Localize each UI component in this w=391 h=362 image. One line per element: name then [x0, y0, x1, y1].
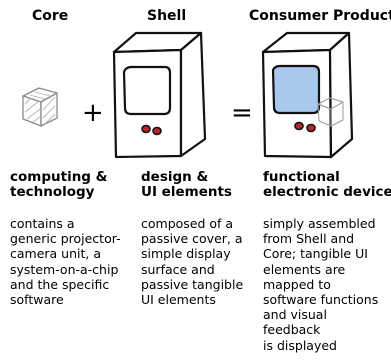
core-description-line: generic projector- [10, 231, 121, 247]
shell-description: composed of a passive cover, a simple di… [141, 216, 243, 307]
plus-sign: + [82, 98, 104, 128]
consumer-product-description-line: mapped to [263, 276, 331, 292]
consumer-product-subheading: functional electronic device [263, 170, 391, 200]
shell-box-icon [112, 31, 207, 159]
core-subheading: computing & technology [10, 170, 107, 200]
shell-subheading-line: UI elements [141, 184, 232, 200]
shell-description-line: composed of a [141, 216, 234, 231]
shell-subheading: design & UI elements [141, 170, 232, 200]
consumer-product-subheading-line: electronic device [263, 184, 391, 200]
core-description-line: and the specific [10, 276, 110, 292]
consumer-product-description-line: elements are [263, 261, 346, 277]
consumer-product-description-line: from Shell and [263, 231, 355, 247]
core-description-line: camera unit, a [10, 246, 101, 262]
shell-description-line: surface and [141, 261, 215, 277]
equals-sign: = [231, 98, 253, 128]
shell-description-line: simple display [141, 246, 231, 262]
assembly-illustration [22, 31, 354, 159]
consumer-product-description-line: feedback [263, 322, 321, 338]
consumer-product-description-line: and visual [263, 307, 327, 323]
core-cube-icon [22, 87, 58, 127]
consumer-product-description-line: software functions [263, 292, 379, 308]
core-description-line: system-on-a-chip [10, 261, 119, 277]
consumer-product-description-line: simply assembled [263, 216, 376, 231]
core-description-line: software [10, 292, 64, 308]
consumer-product-description-line: is displayed [263, 337, 337, 353]
core-heading: Core [32, 8, 69, 24]
shell-heading: Shell [147, 8, 187, 24]
core-subheading-line: computing & [10, 169, 108, 185]
shell-description-line: passive tangible [141, 276, 244, 292]
shell-subheading-line: design & [141, 169, 209, 185]
shell-description-line: UI elements [141, 292, 216, 308]
consumer-product-heading: Consumer Product [249, 8, 391, 24]
core-description-line: contains a [10, 216, 75, 231]
shell-description-line: passive cover, a [141, 231, 243, 247]
core-description: contains a generic projector- camera uni… [10, 216, 121, 307]
consumer-product-description-line: Core; tangible UI [263, 246, 368, 262]
consumer-product-description: simply assembled from Shell and Core; ta… [263, 216, 378, 353]
consumer-product-subheading-line: functional [263, 169, 340, 185]
core-subheading-line: technology [10, 184, 95, 200]
consumer-product-icon [261, 31, 354, 159]
